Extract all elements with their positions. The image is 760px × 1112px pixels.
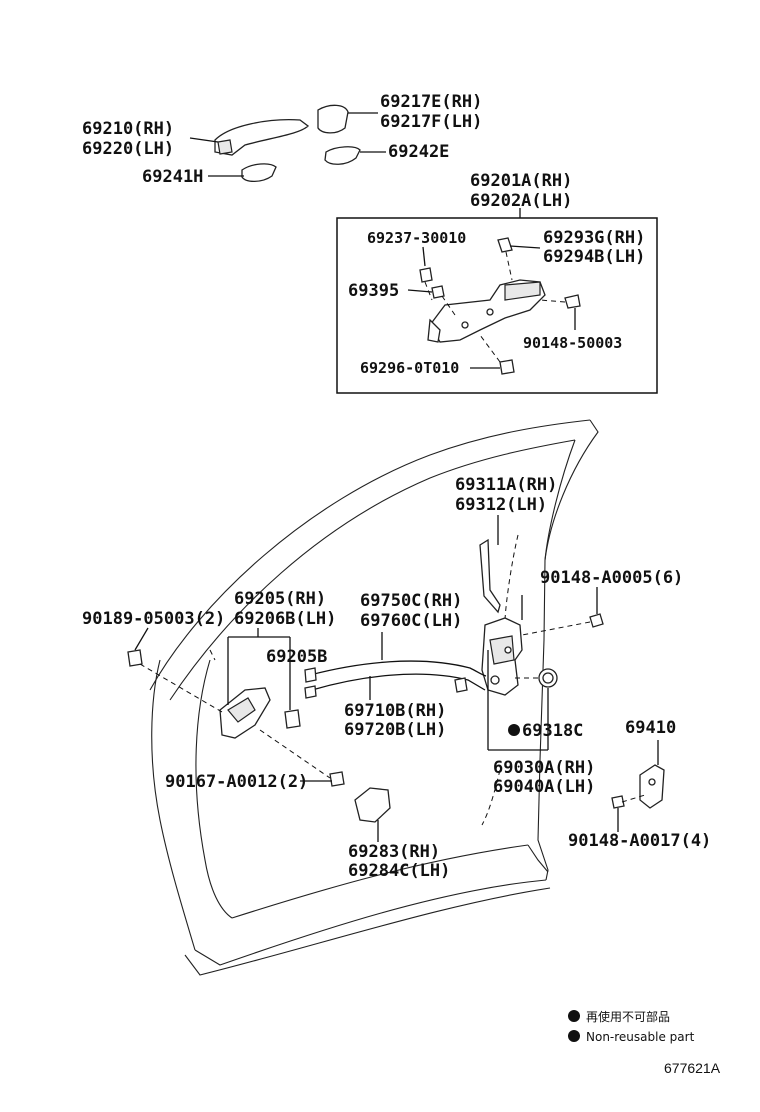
legend-jp: 再使用不可部品 bbox=[586, 1009, 670, 1024]
outside-handle-group bbox=[189, 104, 386, 183]
legend-bullet-icon bbox=[568, 1010, 580, 1022]
door-lock-assembly bbox=[481, 587, 604, 751]
legend-bullet-icon-2 bbox=[568, 1030, 580, 1042]
screw-69205B bbox=[284, 709, 301, 729]
label-90148-A0017: 90148-A0017(4) bbox=[568, 831, 711, 851]
rod-69311A bbox=[479, 538, 501, 614]
non-reusable-marker bbox=[508, 724, 520, 736]
outside-handle bbox=[214, 119, 309, 156]
label-69202A: 69202A(LH) bbox=[470, 191, 572, 211]
label-69710B: 69710B(RH) bbox=[344, 701, 446, 721]
screw-90148-A0005 bbox=[589, 613, 604, 628]
door-panel-outline bbox=[149, 419, 599, 976]
label-69318C: 69318C bbox=[522, 721, 583, 741]
label-69210: 69210(RH) bbox=[82, 119, 174, 139]
label-90148-A0005: 90148-A0005(6) bbox=[540, 568, 683, 588]
label-69760C: 69760C(LH) bbox=[360, 611, 462, 631]
label-69220: 69220(LH) bbox=[82, 139, 174, 159]
label-69217E: 69217E(RH) bbox=[380, 92, 482, 112]
label-69030A: 69030A(RH) bbox=[493, 758, 595, 778]
label-69294B: 69294B(LH) bbox=[543, 247, 645, 267]
screw-90189 bbox=[127, 649, 143, 667]
label-69750C: 69750C(RH) bbox=[360, 591, 462, 611]
label-69312: 69312(LH) bbox=[455, 495, 547, 515]
frame-assembly-box bbox=[336, 217, 658, 394]
label-69040A: 69040A(LH) bbox=[493, 777, 595, 797]
diagram-code: 677621A bbox=[664, 1060, 721, 1076]
label-69720B: 69720B(LH) bbox=[344, 720, 446, 740]
screw-90148-A0017 bbox=[611, 795, 625, 809]
label-69242E: 69242E bbox=[388, 142, 449, 162]
inside-handle-group bbox=[127, 627, 345, 787]
label-69217F: 69217F(LH) bbox=[380, 112, 482, 132]
label-69206B: 69206B(LH) bbox=[234, 609, 336, 629]
label-69241H: 69241H bbox=[142, 167, 203, 187]
label-69410: 69410 bbox=[625, 718, 676, 738]
label-69395: 69395 bbox=[348, 281, 399, 301]
label-69205B: 69205B bbox=[266, 647, 327, 667]
cable-assembly bbox=[304, 632, 487, 700]
label-69311A: 69311A(RH) bbox=[455, 475, 557, 495]
legend: 再使用不可部品 Non-reusable part bbox=[568, 1009, 695, 1044]
label-69296: 69296-0T010 bbox=[360, 359, 459, 377]
label-90148-50003: 90148-50003 bbox=[523, 334, 622, 352]
clip-69395 bbox=[431, 285, 445, 299]
label-69201A: 69201A(RH) bbox=[470, 171, 572, 191]
screw-90148-50003 bbox=[564, 294, 581, 309]
label-69284C: 69284C(LH) bbox=[348, 861, 450, 881]
handle-cap bbox=[317, 104, 349, 134]
screw-90167 bbox=[329, 771, 345, 787]
label-90189: 90189-05003(2) bbox=[82, 609, 225, 629]
handle-frame-assembly bbox=[407, 237, 581, 375]
striker-69410 bbox=[639, 764, 665, 809]
label-69293G: 69293G(RH) bbox=[543, 228, 645, 248]
label-69283: 69283(RH) bbox=[348, 842, 440, 862]
screw-69296 bbox=[499, 359, 515, 375]
armrest-cover bbox=[354, 787, 391, 842]
lock-rod bbox=[479, 515, 501, 614]
clip-69237 bbox=[419, 267, 433, 283]
door-striker bbox=[611, 740, 665, 832]
label-90167: 90167-A0012(2) bbox=[165, 772, 308, 792]
handle-pad bbox=[324, 146, 361, 165]
handle-pad-rear bbox=[241, 163, 277, 183]
label-69237: 69237-30010 bbox=[367, 229, 466, 247]
cap-69293G bbox=[497, 237, 513, 253]
legend-en: Non-reusable part bbox=[586, 1030, 695, 1044]
label-69205: 69205(RH) bbox=[234, 589, 326, 609]
